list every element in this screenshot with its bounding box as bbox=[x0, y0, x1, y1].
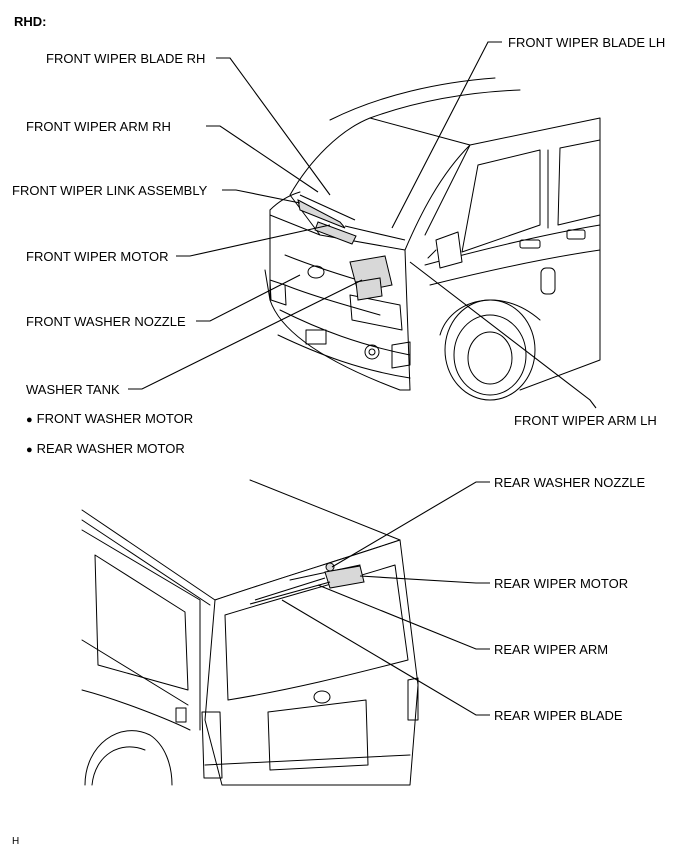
label-front-wiper-motor: FRONT WIPER MOTOR bbox=[26, 249, 169, 264]
bullet-icon: ● bbox=[26, 414, 33, 426]
figure-code: H bbox=[12, 836, 20, 847]
label-rear-washer-motor: ●REAR WASHER MOTOR bbox=[26, 441, 185, 458]
label-front-wiper-arm-rh: FRONT WIPER ARM RH bbox=[26, 119, 171, 134]
front-leader-lines bbox=[128, 41, 597, 409]
label-rear-wiper-blade: REAR WIPER BLADE bbox=[494, 708, 623, 723]
label-rear-washer-nozzle: REAR WASHER NOZZLE bbox=[494, 475, 646, 490]
rear-leader-lines bbox=[281, 481, 490, 716]
label-rear-wiper-motor: REAR WIPER MOTOR bbox=[494, 576, 629, 591]
label-front-washer-motor-text: FRONT WASHER MOTOR bbox=[36, 411, 194, 426]
label-front-wiper-blade-rh: FRONT WIPER BLADE RH bbox=[46, 51, 206, 66]
label-rear-wiper-arm: REAR WIPER ARM bbox=[494, 642, 609, 657]
front-van-drawing bbox=[264, 77, 601, 401]
bullet-icon: ● bbox=[26, 444, 33, 456]
page-title: RHD: bbox=[14, 14, 47, 29]
label-washer-tank: WASHER TANK bbox=[26, 382, 120, 397]
label-front-washer-motor: ●FRONT WASHER MOTOR bbox=[26, 411, 193, 428]
rear-van-drawing bbox=[81, 479, 419, 786]
label-front-wiper-arm-lh: FRONT WIPER ARM LH bbox=[514, 413, 657, 428]
label-rear-washer-motor-text: REAR WASHER MOTOR bbox=[36, 441, 185, 456]
label-front-wiper-link-assembly: FRONT WIPER LINK ASSEMBLY bbox=[12, 183, 208, 198]
label-front-wiper-blade-lh: FRONT WIPER BLADE LH bbox=[508, 35, 666, 50]
label-front-washer-nozzle: FRONT WASHER NOZZLE bbox=[26, 314, 186, 329]
